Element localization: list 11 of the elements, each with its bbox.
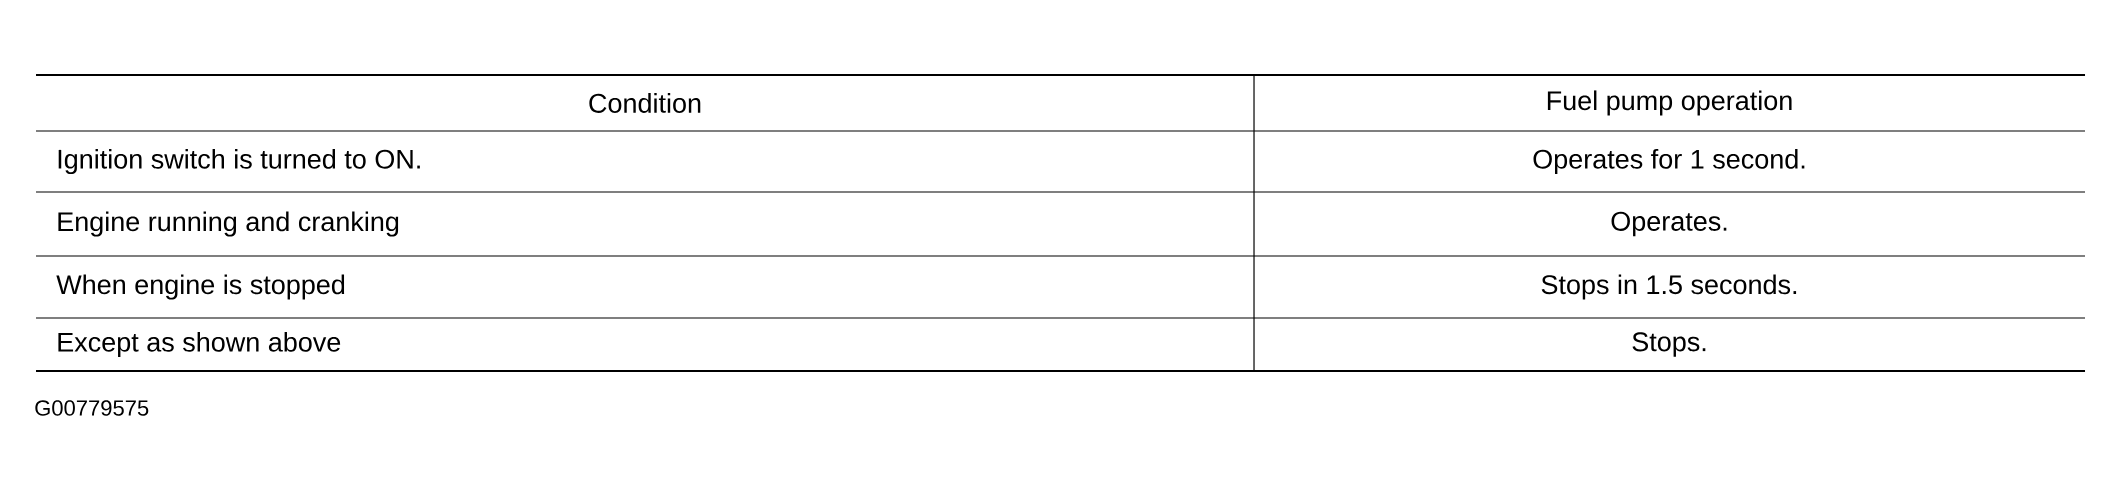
- column-header: Fuel pump operation: [1547, 90, 1792, 116]
- table-cell: Except as shown above: [58, 331, 341, 358]
- table-cell: Ignition switch is turned to ON.: [58, 148, 420, 175]
- table-cell: Operates for 1 second.: [1533, 148, 1805, 175]
- table-cell: Stops in 1.5 seconds.: [1541, 274, 1797, 300]
- table-cell: Operates.: [1611, 211, 1727, 237]
- table-cell: Stops.: [1632, 332, 1706, 357]
- table-cell: Engine running and cranking: [58, 211, 399, 237]
- figure-code: G00779575: [35, 400, 149, 416]
- column-header: Condition: [589, 93, 701, 113]
- table-cell: When engine is stopped: [56, 274, 345, 300]
